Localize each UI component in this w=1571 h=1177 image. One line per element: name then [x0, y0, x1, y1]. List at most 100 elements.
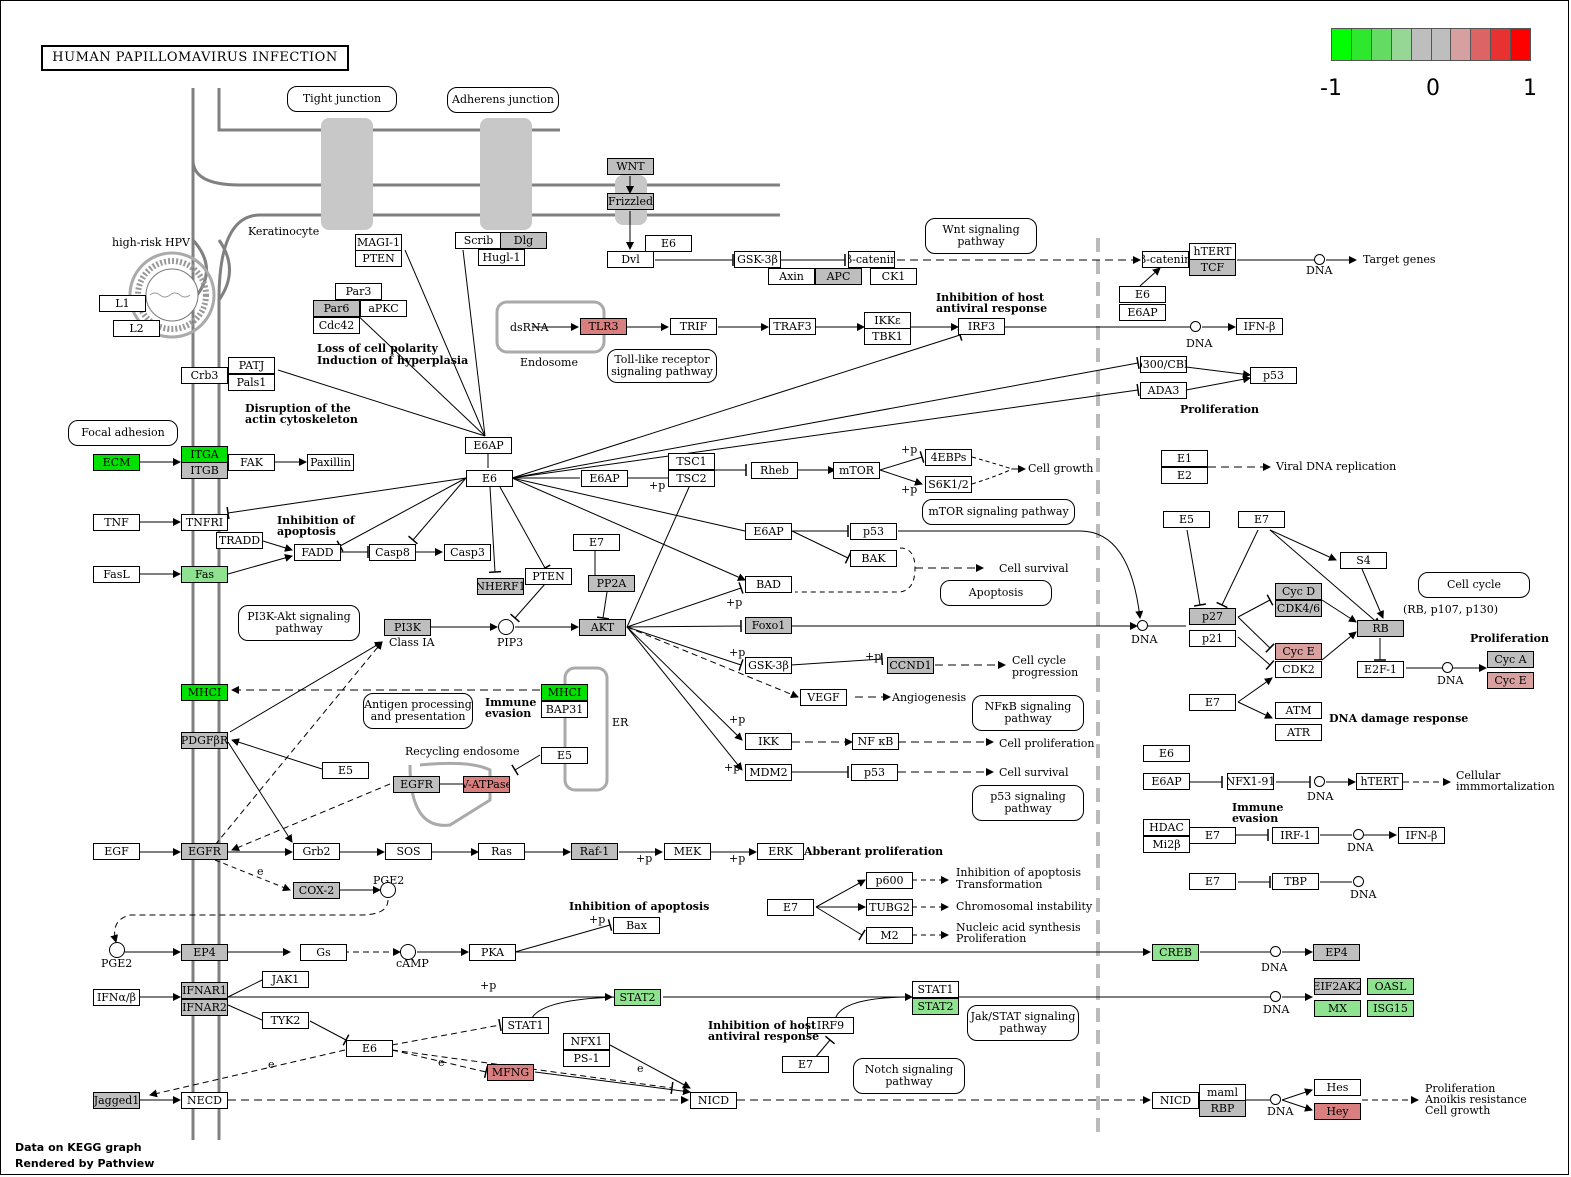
- gene-node-hey[interactable]: Hey: [1314, 1103, 1361, 1120]
- gene-node-e6[interactable]: E6: [645, 235, 692, 252]
- gene-node-tbk1[interactable]: TBK1: [864, 328, 911, 345]
- gene-node-cdk4-6[interactable]: CDK4/6: [1275, 600, 1322, 617]
- gene-node-vegf[interactable]: VEGF: [800, 689, 847, 706]
- gene-node-mfng[interactable]: MFNG: [487, 1064, 534, 1081]
- gene-node-stat2[interactable]: STAT2: [912, 998, 959, 1015]
- gene-node-tsc1[interactable]: TSC1: [668, 453, 715, 470]
- gene-node-s4[interactable]: S4: [1340, 552, 1387, 569]
- gene-node-tnf[interactable]: TNF: [93, 514, 140, 531]
- gene-node-nherf1[interactable]: NHERF1: [477, 578, 524, 595]
- gene-node-e6ap[interactable]: E6AP: [1143, 773, 1190, 790]
- gene-node-atm[interactable]: ATM: [1275, 702, 1322, 719]
- gene-node-htert[interactable]: hTERT: [1356, 773, 1403, 790]
- gene-node-pka[interactable]: PKA: [469, 944, 516, 961]
- gene-node-frizzled[interactable]: Frizzled: [607, 193, 654, 210]
- gene-node-raf-1[interactable]: Raf-1: [571, 843, 618, 860]
- gene-node-p21[interactable]: p21: [1189, 630, 1236, 647]
- gene-node-nf-b[interactable]: NF κB: [852, 733, 899, 750]
- gene-node-tsc2[interactable]: TSC2: [668, 470, 715, 487]
- gene-node-ecm[interactable]: ECM: [93, 454, 140, 471]
- gene-node-cyc-d[interactable]: Cyc D: [1275, 583, 1322, 600]
- gene-node-ifn-[interactable]: IFN-β: [1236, 318, 1283, 335]
- gene-node-tyk2[interactable]: TYK2: [262, 1012, 309, 1029]
- gene-node-irf-1[interactable]: IRF-1: [1272, 827, 1319, 844]
- gene-node-tradd[interactable]: TRADD: [216, 532, 263, 549]
- pathway-link-cell-cycle[interactable]: Cell cycle: [1418, 572, 1530, 598]
- gene-node-tbp[interactable]: TBP: [1272, 873, 1319, 890]
- gene-node-itga[interactable]: ITGA: [181, 446, 228, 463]
- gene-node-stat1[interactable]: STAT1: [912, 981, 959, 998]
- gene-node-foxo1[interactable]: Foxo1: [745, 617, 792, 634]
- gene-node-e6[interactable]: E6: [346, 1040, 393, 1057]
- gene-node-stat1[interactable]: STAT1: [502, 1017, 549, 1034]
- gene-node-oasl[interactable]: OASL: [1367, 978, 1414, 995]
- gene-node-ifn-[interactable]: IFNα/β: [93, 989, 140, 1006]
- gene-node-bap31[interactable]: BAP31: [541, 701, 588, 718]
- gene-node-casp8[interactable]: Casp8: [369, 544, 416, 561]
- gene-node-eif2ak2[interactable]: EIF2AK2: [1314, 978, 1361, 995]
- gene-node-e6ap[interactable]: E6AP: [465, 437, 512, 454]
- gene-node-mtor[interactable]: mTOR: [833, 462, 880, 479]
- pathway-link-adherens-junction[interactable]: Adherens junction: [447, 87, 559, 113]
- gene-node-dlg[interactable]: Dlg: [500, 232, 547, 249]
- gene-node-e5[interactable]: E5: [1163, 511, 1210, 528]
- gene-node-pten[interactable]: PTEN: [355, 250, 402, 267]
- gene-node-hes[interactable]: Hes: [1314, 1079, 1361, 1096]
- gene-node-egfr[interactable]: EGFR: [181, 843, 228, 860]
- gene-node-egfr[interactable]: EGFR: [393, 776, 440, 793]
- gene-node-mi2-[interactable]: Mi2β: [1143, 836, 1190, 853]
- gene-node-fasl[interactable]: FasL: [93, 566, 140, 583]
- gene-node-par3[interactable]: Par3: [335, 283, 382, 300]
- gene-node-isg15[interactable]: ISG15: [1367, 1000, 1414, 1017]
- gene-node-fas[interactable]: Fas: [181, 566, 228, 583]
- gene-node-traf3[interactable]: TRAF3: [769, 318, 816, 335]
- gene-node-l1[interactable]: L1: [99, 295, 146, 312]
- gene-node-ras[interactable]: Ras: [478, 843, 525, 860]
- gene-node-ikk-[interactable]: IKKε: [864, 312, 911, 329]
- pathway-link-apoptosis[interactable]: Apoptosis: [940, 580, 1052, 606]
- gene-node-maml[interactable]: maml: [1199, 1084, 1246, 1101]
- gene-node-fadd[interactable]: FADD: [294, 544, 341, 561]
- gene-node-bad[interactable]: BAD: [745, 576, 792, 593]
- gene-node-gsk-3-[interactable]: GSK-3β: [734, 251, 781, 268]
- gene-node-nfx1-91[interactable]: NFX1-91: [1227, 773, 1274, 790]
- gene-node-p53[interactable]: p53: [850, 523, 897, 540]
- gene-node-hugl-1[interactable]: Hugl-1: [478, 249, 525, 266]
- gene-node-e5[interactable]: E5: [541, 747, 588, 764]
- gene-node-ep4[interactable]: EP4: [1313, 944, 1360, 961]
- gene-node-itgb[interactable]: ITGB: [181, 462, 228, 479]
- gene-node-pdgf-r[interactable]: PDGFβR: [181, 732, 228, 749]
- gene-node-ikk[interactable]: IKK: [745, 733, 792, 750]
- gene-node-htert[interactable]: hTERT: [1189, 243, 1236, 260]
- gene-node-e6ap[interactable]: E6AP: [1119, 304, 1166, 321]
- gene-node-mx[interactable]: MX: [1314, 1000, 1361, 1017]
- gene-node-ifnar1[interactable]: IFNAR1: [181, 982, 228, 999]
- gene-node-p300-cbp[interactable]: p300/CBP: [1140, 356, 1187, 373]
- gene-node-cdc42[interactable]: Cdc42: [313, 317, 360, 334]
- gene-node-nicd[interactable]: NICD: [690, 1092, 737, 1109]
- gene-node-casp3[interactable]: Casp3: [444, 544, 491, 561]
- gene-node-ada3[interactable]: ADA3: [1140, 382, 1187, 399]
- gene-node-tubg2[interactable]: TUBG2: [866, 899, 913, 916]
- gene-node-tnfri[interactable]: TNFRI: [181, 514, 228, 531]
- gene-node-paxillin[interactable]: Paxillin: [307, 454, 354, 471]
- gene-node-e7[interactable]: E7: [1189, 873, 1236, 890]
- gene-node-pals1[interactable]: Pals1: [228, 374, 275, 391]
- gene-node-e7[interactable]: E7: [1189, 827, 1236, 844]
- gene-node-stat2[interactable]: STAT2: [614, 989, 661, 1006]
- gene-node-scrib[interactable]: Scrib: [455, 232, 502, 249]
- gene-node-rbp[interactable]: RBP: [1199, 1100, 1246, 1117]
- pathway-link-mtor-signaling-pathway[interactable]: mTOR signaling pathway: [922, 499, 1075, 525]
- gene-node-apkc[interactable]: aPKC: [360, 300, 407, 317]
- gene-node-nicd[interactable]: NICD: [1152, 1092, 1199, 1109]
- gene-node-v-atpase[interactable]: V-ATPase: [463, 776, 510, 793]
- gene-node--catenin[interactable]: β-catenin: [848, 251, 895, 268]
- gene-node-p600[interactable]: p600: [866, 872, 913, 889]
- gene-node-crb3[interactable]: Crb3: [181, 367, 228, 384]
- gene-node-ifnar2[interactable]: IFNAR2: [181, 999, 228, 1016]
- pathway-link-focal-adhesion[interactable]: Focal adhesion: [68, 420, 178, 446]
- gene-node-ccnd1[interactable]: CCND1: [887, 657, 934, 674]
- gene-node-ck1[interactable]: CK1: [870, 268, 917, 285]
- gene-node-mhci[interactable]: MHCI: [541, 684, 588, 701]
- gene-node-nfx1[interactable]: NFX1: [563, 1033, 610, 1050]
